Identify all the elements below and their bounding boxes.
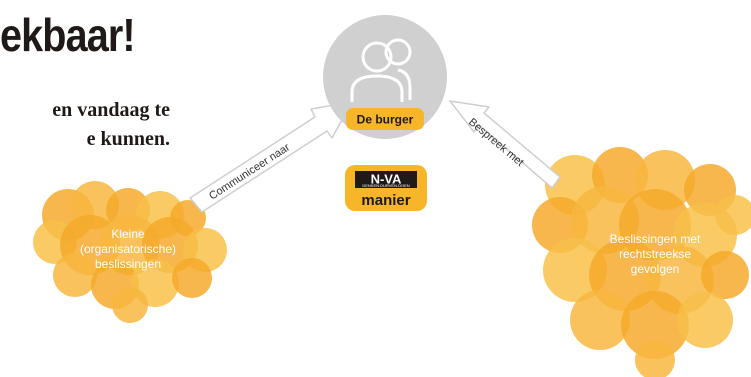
right-cluster-label-line-3: gevolgen [631,262,680,276]
bubble [621,291,689,359]
right-bubble-cluster [532,147,751,377]
left-cluster-label-line-3: beslissingen [95,257,161,271]
party-logo [355,171,417,188]
left-cluster-label-line-1: Kleine [111,227,145,241]
bubble [172,258,212,298]
bubble [570,290,630,350]
right-arrow: Bespreek met [449,100,561,189]
arrow-shape [449,100,561,189]
party-badge: N-VA DENKEN.DURVEN.DOEN manier [345,165,427,211]
bubble [635,340,675,377]
bubble [100,215,160,275]
intro-text-line-2: e kunnen. [86,128,170,150]
bubble [112,287,148,323]
party-logo-subtext: DENKEN.DURVEN.DOEN [362,183,409,188]
bubble [53,253,97,297]
left-cluster-label-line-2: (organisatorische) [80,242,176,256]
center-label-badge [346,108,424,130]
left-bubble-cluster [33,181,227,323]
people-icon [350,38,412,102]
right-cluster-label-line-2: rechtstreekse [619,247,691,261]
bubble [677,292,733,348]
headline: ekbaar! [0,9,136,61]
party-logo-text: N-VA [371,172,402,187]
left-arrow: Communiceer naar [189,101,353,213]
right-cluster-label-line-1: Beslissingen met [610,232,701,246]
center-node: De burger [323,15,447,139]
left-arrow-label: Communiceer naar [207,141,292,202]
party-label: manier [361,192,410,209]
right-cluster-label: Beslissingen met rechtstreekse gevolgen [610,232,701,276]
intro-text: en vandaag te e kunnen. [0,96,170,154]
intro-text-line-1: en vandaag te [52,99,170,121]
bubble [142,217,198,273]
center-label: De burger [357,113,414,127]
left-cluster-label: Kleine (organisatorische) beslissingen [80,227,176,271]
bubble [701,251,749,299]
